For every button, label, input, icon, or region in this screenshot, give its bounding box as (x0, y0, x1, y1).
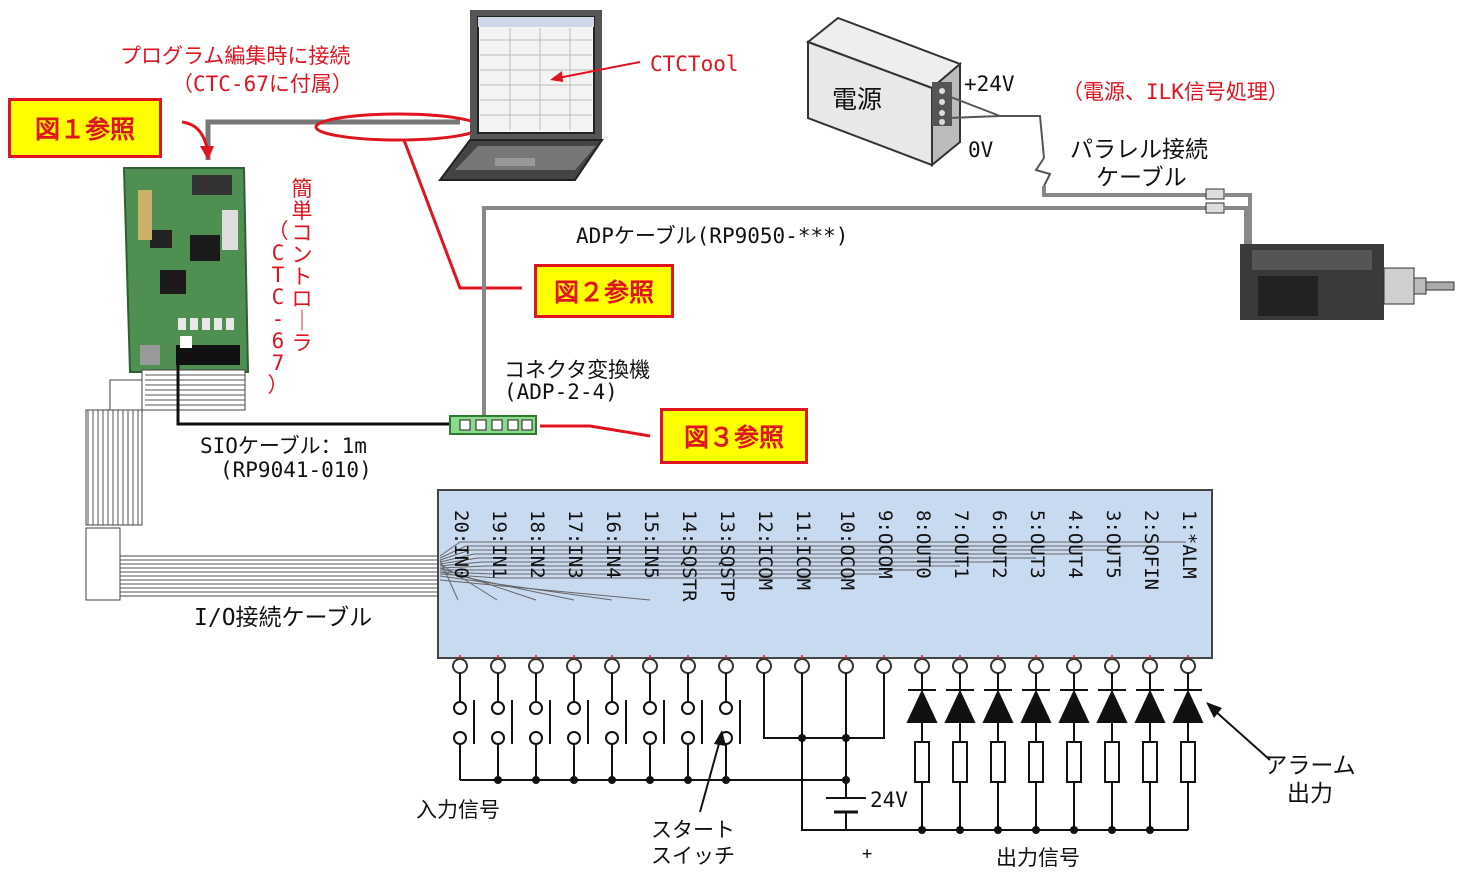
terminal-label: 19:IN1 (488, 510, 510, 579)
terminal-label: 3:OUT5 (1102, 510, 1124, 579)
terminal-label: 8:OUT0 (912, 510, 934, 579)
sio-cable-label-2: (RP9041-010) (220, 458, 372, 482)
terminal-label: 1:*ALM (1178, 510, 1200, 579)
terminal-label: 9:OCOM (874, 510, 896, 579)
power-label: 電源 (832, 85, 883, 114)
supply-24v-label: 24V (870, 788, 908, 812)
terminal-label: 18:IN2 (526, 510, 548, 579)
start-switch-label-1: スタート (651, 818, 735, 842)
cable-connectors-icon (1205, 188, 1225, 214)
fig2-pointer-line (402, 139, 522, 290)
terminal-label: 12:ICOM (754, 510, 776, 591)
alarm-arrow (1213, 709, 1271, 761)
fig1-badge: 図１参照 (8, 98, 162, 158)
io-cable-label: I/O接続ケーブル (194, 605, 373, 631)
power-supply-icon (805, 16, 962, 168)
zero-volt-label: 0V (968, 138, 994, 162)
sio-cable-label-1: SIOケーブル：1m (200, 434, 367, 458)
actuator-icon (1240, 244, 1455, 320)
controller-label-vertical: 簡 単 コ ン ト ロ ｜ ラ (291, 177, 313, 355)
terminal-label: 4:OUT4 (1064, 510, 1086, 579)
cable-highlight-ellipse (314, 112, 482, 142)
parallel-cable (1042, 186, 1212, 197)
prog-connect-label-2: （CTC-67に付属） (172, 72, 353, 96)
screw-terminals (452, 658, 1196, 674)
fig3-badge: 図３参照 (660, 408, 808, 464)
wire-junction-dots (494, 734, 1154, 834)
converter-label-2: (ADP-2-4) (504, 380, 618, 404)
fig3-pointer-line (540, 424, 651, 438)
io-flat-cable (85, 369, 441, 601)
output-diodes-resistors (906, 673, 1204, 830)
controller-board-image (122, 167, 250, 373)
converter-label-1: コネクタ変換機 (504, 358, 651, 382)
power-lead-lines (947, 95, 1045, 159)
terminal-label: 16:IN4 (602, 510, 624, 579)
alarm-output-label-2: 出力 (1287, 781, 1333, 807)
terminal-label: 20:IN0 (450, 510, 472, 579)
adp-cable-label: ADPケーブル(RP9050-***) (576, 224, 849, 248)
terminal-label: 13:SQSTP (716, 510, 738, 602)
ctctool-label: CTCTool (650, 52, 739, 76)
alarm-output-label-1: アラーム (1264, 753, 1356, 779)
controller-model-vertical: （ C T C - 6 7 ） (267, 219, 289, 397)
program-cable (205, 119, 460, 160)
plus-label: + (862, 844, 873, 864)
terminal-label: 17:IN3 (564, 510, 586, 579)
parallel-cable-label-1: パラレル接続 (1070, 137, 1208, 163)
sio-cable (176, 350, 452, 426)
laptop-icon (438, 10, 604, 181)
terminal-label: 5:OUT3 (1026, 510, 1048, 579)
power-note-label: （電源、ILK信号処理） (1062, 80, 1289, 104)
adp-cable (482, 206, 1212, 420)
output-signal-label: 出力信号 (996, 846, 1080, 870)
terminal-label: 14:SQSTR (678, 510, 700, 602)
terminal-label: 15:IN5 (640, 510, 662, 579)
prog-connect-label-1: プログラム編集時に接続 (120, 44, 351, 68)
input-signal-label: 入力信号 (416, 798, 500, 822)
start-switch-arrow (699, 739, 721, 813)
plus24v-label: +24V (964, 72, 1015, 96)
terminal-label: 11:ICOM (792, 510, 814, 591)
terminal-label: 6:OUT2 (988, 510, 1010, 579)
start-switch-label-2: スイッチ (651, 844, 735, 868)
ctctool-arrow (557, 61, 641, 79)
terminal-label: 7:OUT1 (950, 510, 972, 579)
fig2-badge: 図２参照 (534, 264, 674, 318)
parallel-cable-label-2: ケーブル (1096, 165, 1187, 191)
terminal-internal-wires (439, 541, 1186, 601)
terminal-label: 2:SQFIN (1140, 510, 1162, 591)
terminal-label: 10:OCOM (836, 510, 858, 591)
connector-converter-icon (449, 415, 537, 435)
